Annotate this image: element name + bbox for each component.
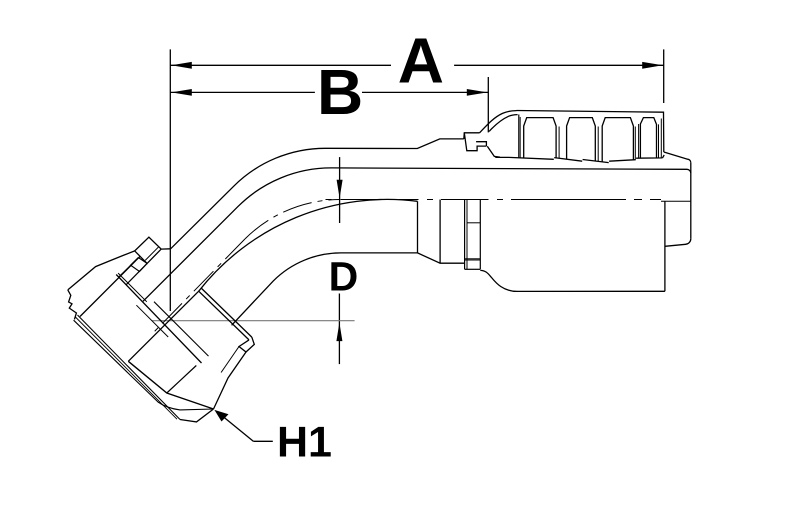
- svg-text:H1: H1: [277, 418, 332, 466]
- svg-text:D: D: [329, 253, 359, 299]
- svg-text:B: B: [317, 56, 363, 128]
- svg-text:A: A: [398, 25, 444, 97]
